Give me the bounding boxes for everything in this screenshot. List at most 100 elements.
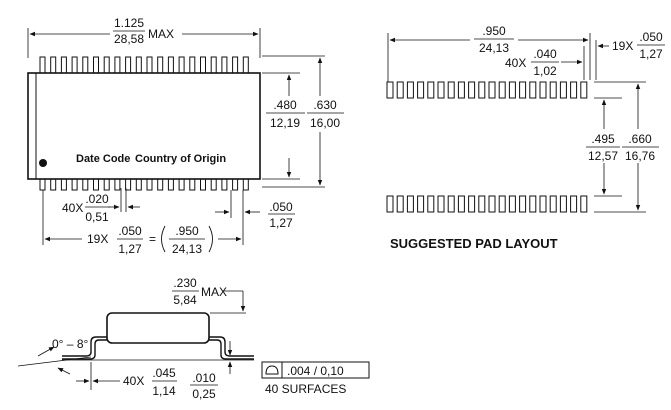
solder-pad bbox=[468, 81, 476, 99]
solder-pad bbox=[539, 81, 547, 99]
dim-pad-row-length: .950 24,13 bbox=[387, 24, 591, 82]
package-lead bbox=[50, 178, 57, 191]
solder-pad bbox=[529, 81, 537, 99]
package-lead bbox=[39, 178, 46, 191]
package-lead bbox=[189, 56, 196, 74]
pin-1-dot bbox=[39, 159, 47, 167]
bottom-lead-row bbox=[39, 178, 249, 191]
solder-pad bbox=[406, 81, 414, 99]
solder-pad bbox=[386, 195, 394, 213]
solder-pad bbox=[580, 195, 588, 213]
package-lead bbox=[82, 56, 89, 74]
package-lead bbox=[178, 178, 185, 191]
dim-pad-pitch-mm: 1,27 bbox=[639, 47, 663, 61]
package-lead bbox=[157, 56, 164, 74]
solder-pad bbox=[396, 81, 404, 99]
solder-pad bbox=[437, 195, 445, 213]
package-lead bbox=[146, 178, 153, 191]
solder-pad bbox=[508, 195, 516, 213]
package-lead bbox=[232, 56, 239, 74]
dim-overall-length: 1.125 28,58 MAX bbox=[27, 16, 261, 58]
solder-pad bbox=[396, 195, 404, 213]
dim-pad-outer-span: .660 16,76 bbox=[594, 81, 659, 213]
dim-body-width-mm: 12,19 bbox=[270, 116, 300, 130]
marking-country: Country of Origin bbox=[135, 153, 226, 165]
solder-pad bbox=[580, 81, 588, 99]
solder-pad bbox=[570, 81, 578, 99]
dim-outer-span-mm: 16,76 bbox=[625, 149, 655, 163]
dim-lead-pitch: .050 1,27 bbox=[215, 190, 295, 230]
package-lead bbox=[189, 178, 196, 191]
dim-lead-width: 40X .020 0,51 bbox=[62, 188, 140, 224]
package-lead bbox=[82, 178, 89, 191]
top-lead-row bbox=[39, 56, 249, 74]
solder-pad bbox=[519, 195, 527, 213]
package-lead bbox=[200, 178, 206, 191]
package-lead bbox=[146, 56, 153, 74]
dim-pitch-total-eq: = bbox=[149, 232, 156, 246]
dim-pad-width: 40X .040 1,02 bbox=[505, 46, 585, 80]
dim-pad-row-mm: 24,13 bbox=[479, 41, 509, 55]
dim-foot-mm: 1,14 bbox=[152, 384, 176, 398]
dim-foot-length: 40X .045 1,14 bbox=[76, 362, 177, 398]
dim-pad-width-inch: .040 bbox=[533, 47, 557, 61]
dim-outer-span-inch: .660 bbox=[628, 132, 652, 146]
dim-overall-mm: 28,58 bbox=[114, 32, 144, 46]
package-lead bbox=[157, 178, 164, 191]
side-lead-left bbox=[62, 336, 107, 357]
dim-lead-angle: 0° – 8° bbox=[17, 337, 92, 375]
package-lead bbox=[221, 56, 228, 74]
dim-pitch-total-total-inch: .950 bbox=[175, 224, 199, 238]
side-body bbox=[106, 312, 210, 344]
dim-lead-width-inch: .020 bbox=[85, 192, 109, 206]
solder-pad bbox=[427, 81, 435, 99]
solder-pad bbox=[549, 81, 557, 99]
solder-pad bbox=[498, 195, 506, 213]
dim-standoff-inch: .010 bbox=[192, 371, 216, 385]
package-lead bbox=[114, 56, 121, 74]
solder-pad bbox=[529, 195, 537, 213]
package-lead bbox=[242, 178, 249, 191]
marking-date-code: Date Code bbox=[76, 153, 130, 165]
solder-pad bbox=[447, 195, 455, 213]
dim-pitch-total-mm: 1,27 bbox=[118, 242, 142, 256]
solder-pad bbox=[519, 81, 527, 99]
side-lead-right bbox=[209, 336, 254, 357]
dim-foot-inch: .045 bbox=[152, 366, 176, 380]
package-lead bbox=[71, 56, 78, 74]
solder-pad bbox=[488, 81, 496, 99]
package-top-view: Date Code Country of Origin bbox=[27, 56, 261, 191]
dim-standoff-mm: 0,25 bbox=[192, 387, 216, 401]
coplanarity-note: 40 SURFACES bbox=[265, 382, 346, 396]
solder-pad bbox=[498, 81, 506, 99]
pad-row-bottom bbox=[386, 195, 588, 213]
package-lead bbox=[242, 56, 249, 74]
dim-lead-span: .630 16,00 bbox=[262, 55, 344, 188]
package-lead bbox=[210, 178, 217, 191]
package-lead bbox=[221, 178, 228, 191]
dim-pad-width-count: 40X bbox=[505, 56, 526, 70]
dim-pad-pitch-count: 19X bbox=[612, 39, 633, 53]
dim-pad-pitch: 19X .050 1,27 bbox=[595, 30, 665, 80]
solder-pad bbox=[468, 195, 476, 213]
package-lead bbox=[103, 56, 110, 74]
package-lead bbox=[125, 56, 132, 74]
profile-surface-icon bbox=[265, 365, 279, 375]
pad-row-top bbox=[386, 81, 588, 99]
package-lead bbox=[71, 178, 78, 191]
solder-pad bbox=[447, 81, 455, 99]
dim-pitch-total-total-mm: 24,13 bbox=[172, 242, 202, 256]
package-lead bbox=[93, 178, 99, 191]
dim-height-max: MAX bbox=[201, 285, 227, 299]
package-lead bbox=[210, 56, 217, 74]
solder-pad bbox=[417, 81, 425, 99]
dim-standoff: .010 0,25 bbox=[190, 341, 233, 401]
package-lead bbox=[60, 178, 67, 191]
solder-pad bbox=[437, 81, 445, 99]
solder-pad bbox=[457, 81, 465, 99]
package-lead bbox=[178, 56, 185, 74]
dim-pad-row-inch: .950 bbox=[482, 24, 506, 38]
package-lead bbox=[114, 178, 121, 191]
package-lead bbox=[200, 56, 206, 74]
